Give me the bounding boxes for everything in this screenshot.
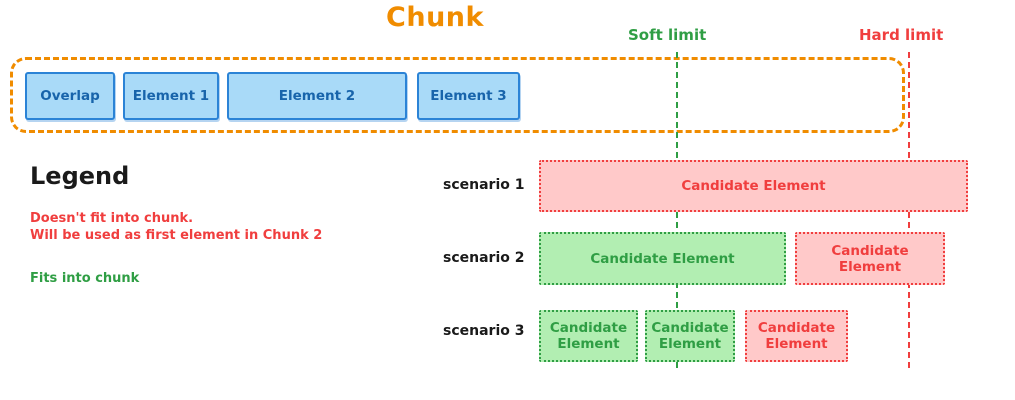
legend-entry-fits: Fits into chunk [30, 271, 140, 286]
hard-limit-label: Hard limit [859, 26, 944, 44]
scenario-3-label: scenario 3 [443, 323, 525, 339]
legend-entry-does-not-fit: Doesn't fit into chunk. Will be used as … [30, 211, 323, 243]
scenario-3-candidate-2[interactable]: Candidate Element [645, 310, 735, 362]
soft-limit-label: Soft limit [628, 26, 707, 44]
scenario-1-label: scenario 1 [443, 177, 525, 193]
scenario-1-candidate-1[interactable]: Candidate Element [539, 160, 968, 212]
scenario-2-candidate-1[interactable]: Candidate Element [539, 232, 786, 285]
chunk-element-1[interactable]: Element 1 [123, 72, 219, 120]
legend-title: Legend [30, 162, 130, 190]
chunk-element-overlap[interactable]: Overlap [25, 72, 115, 120]
chunk-element-3[interactable]: Element 3 [417, 72, 520, 120]
scenario-3-candidate-3[interactable]: Candidate Element [745, 310, 848, 362]
scenario-2-label: scenario 2 [443, 250, 525, 266]
chunk-title: Chunk [386, 2, 484, 33]
chunk-element-2[interactable]: Element 2 [227, 72, 407, 120]
scenario-2-candidate-2[interactable]: Candidate Element [795, 232, 945, 285]
scenario-3-candidate-1[interactable]: Candidate Element [539, 310, 638, 362]
chunk-container: Overlap Element 1 Element 2 Element 3 [10, 57, 905, 133]
